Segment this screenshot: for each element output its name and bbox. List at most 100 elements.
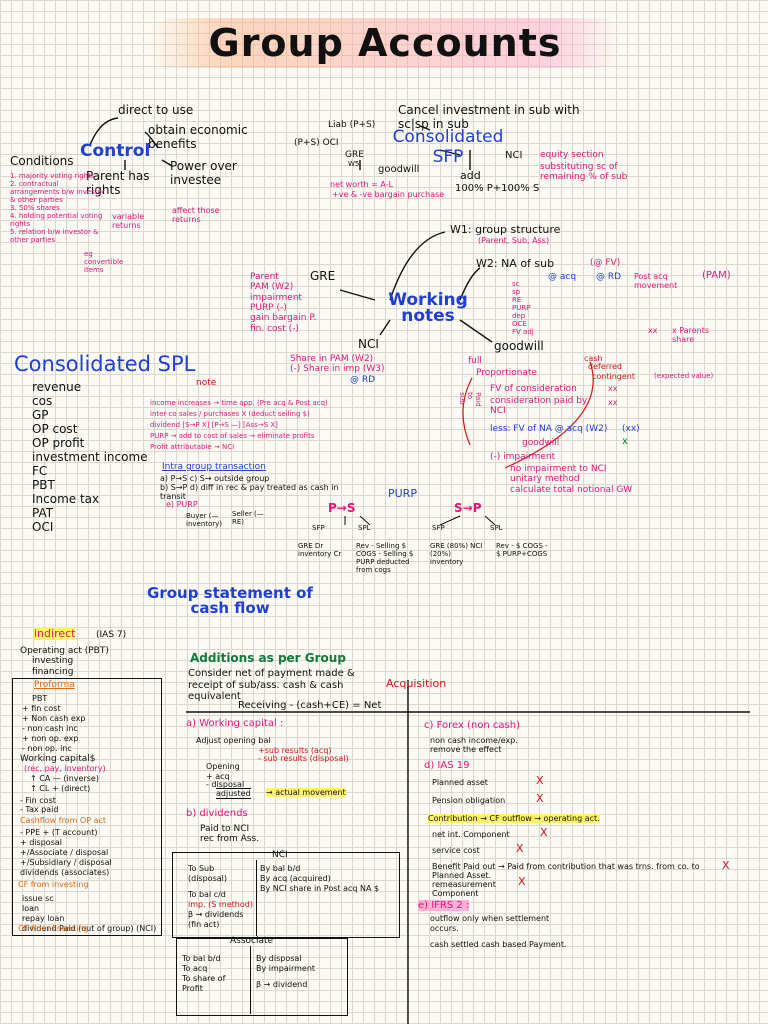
- cf-receiving: Receiving - (cash+CE) = Net: [238, 700, 382, 711]
- proforma-wc2: (rec, pay, inventory): [24, 764, 106, 773]
- wn-expected: (expected value): [654, 372, 714, 380]
- spl-line: OCI: [32, 520, 54, 534]
- sfp-add2: 100% P+100% S: [455, 183, 540, 194]
- wn-xx3: (xx): [622, 424, 640, 434]
- forex-item: non cash income/exp.: [430, 736, 518, 745]
- x-mark: X: [536, 792, 544, 805]
- cf-actual: → actual movement: [266, 788, 346, 797]
- pf-fin2-item: loan: [22, 904, 40, 913]
- control-variable: variable returns: [112, 212, 145, 231]
- spl-note: note: [196, 378, 217, 388]
- intra-item: b) S→P d) diff in rec & pay treated as c…: [160, 483, 339, 502]
- pf-inv-item: dividends (associates): [20, 868, 110, 877]
- cf-div-items: Paid to NCI rec from Ass.: [200, 824, 360, 845]
- pf-fin2-item: issue sc: [22, 894, 54, 903]
- w2-item: FV adj: [512, 328, 534, 337]
- wn-full: full: [468, 356, 482, 366]
- wn-fv-cons: FV of consideration: [490, 384, 577, 394]
- conditions-label: Conditions: [10, 154, 74, 168]
- intra-item: a) P→S c) S→ outside group: [160, 474, 270, 483]
- ias19-item: service cost: [432, 846, 480, 855]
- cf-subres: +sub results (acq): [258, 746, 332, 755]
- wn-w2-items: sc sp RE PURP dep OCE FV adj: [512, 280, 552, 336]
- pf-item: PBT: [32, 694, 48, 703]
- sfp-add: add: [460, 169, 481, 182]
- proforma-wc: Working capital$: [20, 754, 96, 764]
- w2-item: RE: [512, 296, 522, 305]
- ps-spl-label: SPL: [358, 524, 371, 532]
- spl-lines: revenue cos GP OP cost OP profit investm…: [32, 380, 162, 534]
- nci-t-title: NCI: [272, 850, 288, 860]
- w2-item: sp: [512, 288, 521, 297]
- spl-note-item: inter co sales / purchases X (deduct sel…: [150, 410, 310, 418]
- sfp-liab: Liab (P+S): [328, 120, 376, 130]
- spl-line: revenue: [32, 380, 82, 394]
- gw-bullet: unitary method: [510, 474, 580, 485]
- x-mark: X: [518, 875, 526, 888]
- wn-prop: Proportionate: [476, 368, 538, 378]
- wn-gw-label: goodwill: [494, 339, 544, 353]
- wn-post: Post acq movement: [634, 272, 678, 291]
- w2-item: dep: [512, 312, 526, 321]
- nci-t-left: To Sub (disposal) To bal c/d imp. (S met…: [188, 864, 254, 930]
- nci-item: @ RD: [350, 374, 376, 385]
- spl-note-item: PURP → add to cost of sales → eliminate …: [150, 432, 315, 440]
- wn-gre-items: Parent PAM (W2) impairment PURP (-) gain…: [250, 272, 350, 334]
- cf-dispm: - disposal: [206, 780, 245, 789]
- spl-line: investment income: [32, 450, 148, 464]
- cf-div-item: rec from Ass.: [200, 834, 260, 845]
- nci-t-left-item: β → dividends (fin act): [188, 910, 244, 929]
- cf-forex-items: non cash income/exp. remove the effect: [430, 736, 630, 754]
- wn-contingent: contingent: [592, 372, 635, 381]
- nci-t-account: [172, 852, 400, 938]
- x-mark: X: [722, 859, 730, 872]
- gw-bullet: no impairment to NCI: [510, 464, 607, 474]
- gre-item: Parent: [250, 272, 279, 282]
- pf-fin-item: - Fin cost: [20, 796, 56, 805]
- spl-line: OP profit: [32, 436, 85, 450]
- wn-deferred: deferred: [588, 362, 622, 371]
- wn-xx: xx: [648, 326, 658, 335]
- proforma-financing: issue sc loan repay loan dividend Paid (…: [22, 882, 158, 934]
- pf-inv-item: +/Associate / disposal: [20, 848, 109, 857]
- pf-item: + Non cash exp: [22, 714, 86, 723]
- spl-line: FC: [32, 464, 48, 478]
- ass-t-title: Associate: [230, 936, 274, 946]
- x-mark: X: [516, 842, 524, 855]
- wn-paid: Paid to sub: [457, 392, 483, 407]
- wn-gre-label: GRE: [310, 269, 336, 283]
- control-affect: affect those returns: [172, 206, 220, 225]
- spl-note-item: dividend [S→P X] [P→S —] [Ass→S X]: [150, 421, 278, 429]
- proforma-cfinv: CF from investing: [18, 880, 89, 889]
- spl-intra: a) P→S c) S→ outside group b) S→P d) dif…: [160, 474, 350, 502]
- gre-item: gain bargain P.: [250, 313, 317, 324]
- wn-w1sub: (Parent, Sub, Ass): [478, 236, 550, 245]
- sfp-cancel: Cancel investment in sub with sc|sp in s…: [398, 103, 580, 131]
- nci-t-imp: imp. (S method): [188, 900, 253, 909]
- condition-item: 5. relation b/w investor & other parties: [10, 228, 99, 245]
- pf-inv-item: - PPE + (T account): [20, 828, 98, 837]
- forex-item: remove the effect: [430, 745, 502, 755]
- wn-less: less: FV of NA @ acq (W2): [490, 424, 608, 434]
- cf-forex: c) Forex (non cash): [424, 720, 521, 731]
- wn-imp: (-) impairment: [490, 452, 556, 462]
- ass-t-right-item: By disposal: [256, 954, 302, 963]
- pf-item: - non cash inc: [22, 724, 78, 733]
- w2-item: sc: [512, 280, 520, 288]
- ps-spl: Rev - Selling $ COGS - Selling $ PURP de…: [356, 542, 414, 575]
- ass-t-right-item: β → dividend: [256, 980, 308, 989]
- wn-label: Working notes: [388, 290, 468, 326]
- w2-item: OCE: [512, 320, 527, 329]
- wn-xx1: xx: [608, 384, 618, 393]
- cf-ifrs2: e) IFRS 2 :: [418, 900, 470, 911]
- wn-nci-items: Share in PAM (W2) (-) Share in imp (W3) …: [290, 354, 430, 385]
- gre-item: PURP (-): [250, 303, 287, 314]
- nci-t-divider: [256, 860, 257, 936]
- spl-line: PBT: [32, 478, 55, 492]
- spl-label: Consolidated SPL: [14, 352, 196, 376]
- ifrs2-item: outflow only when settlement occurs.: [430, 914, 550, 933]
- pf-item: - non op. inc: [22, 744, 72, 753]
- ass-t-left-item: To share of Profit: [182, 974, 226, 993]
- proforma-invest: - PPE + (T account) + disposal +/Associa…: [20, 828, 156, 878]
- control-parent: Parent has rights: [86, 169, 150, 197]
